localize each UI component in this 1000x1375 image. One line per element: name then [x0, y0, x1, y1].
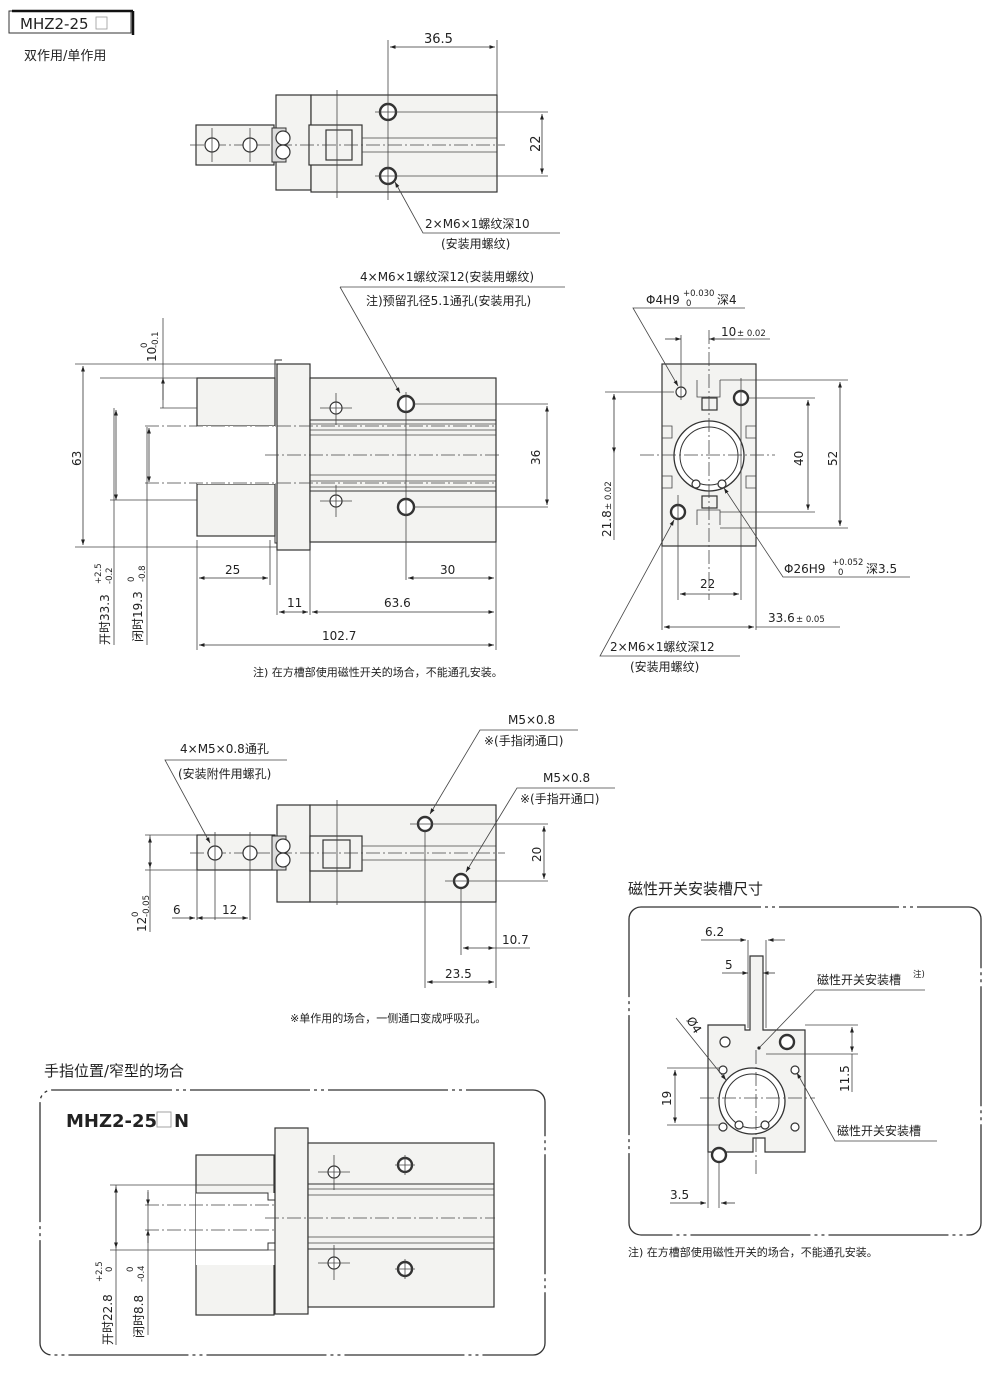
phi26-tol-upper: +0.052	[832, 558, 863, 568]
phi26-label: Φ26H9	[784, 562, 825, 576]
port-open-line1: M5×0.8	[543, 771, 590, 785]
dim-6: 6	[173, 903, 181, 917]
dim-19: 19	[660, 1091, 674, 1106]
side-callout-line1: 4×M6×1螺纹深12(安装用螺纹)	[360, 269, 534, 284]
subtitle: 双作用/单作用	[24, 49, 106, 64]
top-view: 36.5 22 2×M6×1螺纹深10 (安装用螺纹)	[190, 32, 560, 251]
end-callout-line1: 2×M6×1螺纹深12	[610, 640, 715, 654]
dim-30: 30	[440, 563, 455, 577]
dim-open-tol-lower: -0.2	[105, 567, 115, 584]
phi4-depth: 深4	[717, 293, 737, 307]
port-close-line2: ※(手指闭通口)	[484, 733, 563, 748]
dim-12b: 12	[222, 903, 237, 917]
end-view: Φ4H9 +0.030 0 深4 10 ± 0.02 21.8 ± 0.02 4…	[599, 289, 910, 674]
phi4-tol-upper: +0.030	[683, 289, 714, 299]
narrow-title: 手指位置/窄型的场合	[44, 1062, 184, 1080]
model-header: MHZ2-25 双作用/单作用	[8, 9, 135, 64]
dim-33-6: 33.6	[768, 611, 795, 625]
port-close-line1: M5×0.8	[508, 713, 555, 727]
phi26-tol-lower: 0	[838, 568, 843, 578]
side-callout-line2: 注)预留孔径5.1通孔(安装用孔)	[366, 293, 531, 308]
dim-3-5: 3.5	[670, 1188, 689, 1202]
switch-slot-note: 注) 在方槽部使用磁性开关的场合，不能通孔安装。	[628, 1245, 878, 1259]
dim-12-tol-lower: -0.05	[142, 895, 152, 917]
dim-23-5: 23.5	[445, 967, 472, 981]
dim-40: 40	[792, 451, 806, 466]
dim-10-tol: ± 0.02	[737, 329, 766, 339]
model-box-symbol-icon	[95, 16, 108, 30]
narrow-dim-open: 开时22.8	[101, 1294, 115, 1345]
narrow-variant-panel: 手指位置/窄型的场合 MHZ2-25 N	[39, 1062, 546, 1356]
phi4-label: Φ4H9	[646, 293, 680, 307]
dim-5: 5	[725, 958, 733, 972]
dim-22: 22	[700, 577, 715, 591]
dim-52: 52	[826, 451, 840, 466]
narrow-dim-closed: 闭时8.8	[132, 1295, 146, 1338]
dim-11-5: 11.5	[838, 1065, 852, 1092]
port-open-line2: ※(手指开通口)	[520, 791, 599, 806]
top-callout-line2: (安装用螺纹)	[441, 236, 510, 251]
dim-open-tol-upper: +2.5	[94, 563, 104, 584]
dim-6-2: 6.2	[705, 925, 724, 939]
dim-10-tol-lower: -0.1	[151, 331, 161, 348]
model-box-symbol-icon	[156, 1111, 172, 1128]
phi4-label: Ø4	[683, 1014, 704, 1036]
phi26-depth: 深3.5	[866, 562, 897, 576]
dim-22: 22	[529, 135, 544, 152]
top-callout-line1: 2×M6×1螺纹深10	[425, 217, 530, 231]
narrow-dim-open-tol-lower: 0	[105, 1267, 115, 1272]
end-callout-line2: (安装用螺纹)	[630, 659, 699, 674]
dim-closed-tol-lower: -0.8	[138, 565, 148, 582]
dim-10: 10	[145, 347, 159, 362]
dim-10-7: 10.7	[502, 933, 529, 947]
attach-line2: (安装附件用螺孔)	[178, 766, 271, 781]
narrow-model-suffix: N	[174, 1111, 189, 1132]
dim-21-8-tol: ± 0.02	[604, 481, 614, 510]
dim-25: 25	[225, 563, 240, 577]
dim-12-tol-upper: 0	[131, 912, 141, 917]
dim-20: 20	[530, 847, 544, 862]
dim-11: 11	[287, 596, 302, 610]
dim-63: 63	[70, 451, 84, 466]
narrow-dim-open-tol-upper: +2.5	[95, 1261, 105, 1282]
narrow-dim-closed-tol-upper: 0	[126, 1267, 136, 1272]
dim-36: 36	[529, 450, 543, 465]
dim-10: 10	[721, 325, 736, 339]
dim-open: 开时33.3	[98, 594, 112, 645]
slot-label-note: 磁性开关安装槽	[817, 972, 901, 987]
switch-slot-title: 磁性开关安装槽尺寸	[628, 880, 763, 898]
dim-10-tol-upper: 0	[140, 343, 150, 348]
side-view: 4×M6×1螺纹深12(安装用螺纹) 注)预留孔径5.1通孔(安装用孔) 10 …	[70, 269, 565, 679]
narrow-dim-closed-tol-lower: -0.4	[137, 1265, 147, 1282]
side-note: 注) 在方槽部使用磁性开关的场合，不能通孔安装。	[253, 665, 503, 679]
dim-36-5: 36.5	[424, 32, 453, 47]
phi4-tol-lower: 0	[686, 299, 691, 309]
dim-21-8: 21.8	[600, 510, 614, 537]
bottom-view: 4×M5×0.8通孔 (安装附件用螺孔) M5×0.8 ※(手指闭通口) M5×…	[131, 713, 615, 1025]
narrow-model: MHZ2-25	[66, 1111, 157, 1132]
switch-slot-panel: 磁性开关安装槽尺寸 6.2 5 磁性开关安装槽 注) Ø4 1	[628, 880, 982, 1259]
dim-closed: 闭时19.3	[131, 591, 145, 642]
dim-63-6: 63.6	[384, 596, 411, 610]
bottom-note: ※单作用的场合，一侧通口变成呼吸孔。	[290, 1011, 486, 1025]
dim-closed-tol-upper: 0	[127, 577, 137, 582]
dim-33-6-tol: ± 0.05	[796, 615, 825, 625]
dim-102-7: 102.7	[322, 629, 356, 643]
model-label: MHZ2-25	[20, 15, 89, 33]
slot-label: 磁性开关安装槽	[837, 1123, 921, 1138]
attach-line1: 4×M5×0.8通孔	[180, 742, 269, 756]
dim-12: 12	[135, 917, 149, 932]
slot-label-sup: 注)	[913, 969, 925, 980]
